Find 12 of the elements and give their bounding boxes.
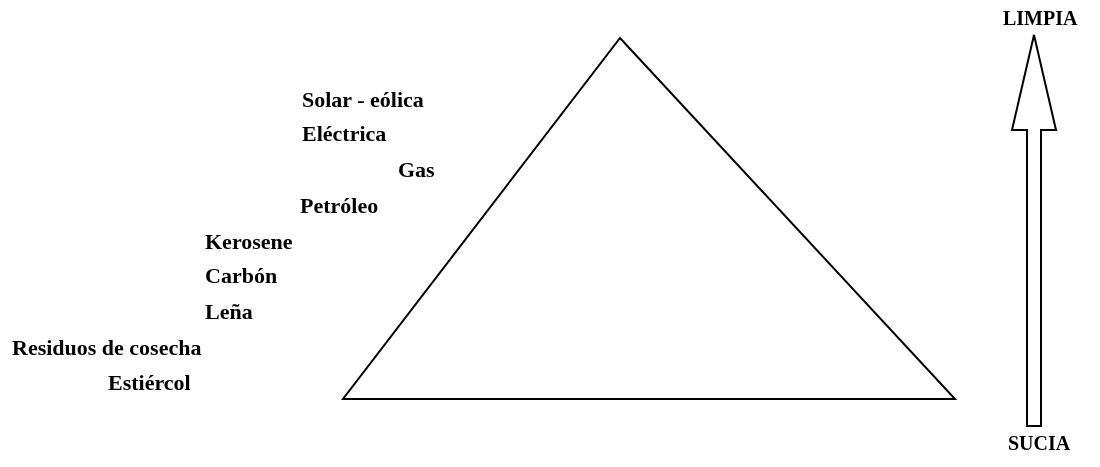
fuel-label: Carbón (205, 263, 278, 289)
fuel-label: Petróleo (300, 193, 379, 219)
block-arrow (1010, 34, 1058, 427)
fuel-label: Leña (205, 299, 253, 325)
fuel-label: Kerosene (205, 229, 293, 255)
scale-label: LIMPIA (1003, 5, 1078, 31)
fuel-label: Residuos de cosecha (12, 335, 202, 361)
fuel-label: Solar - eólica (302, 87, 424, 113)
fuel-label: Estiércol (108, 370, 191, 396)
scale-label: SUCIA (1008, 430, 1071, 456)
fuel-label: Eléctrica (302, 121, 387, 147)
fuel-label: Gas (398, 157, 435, 183)
